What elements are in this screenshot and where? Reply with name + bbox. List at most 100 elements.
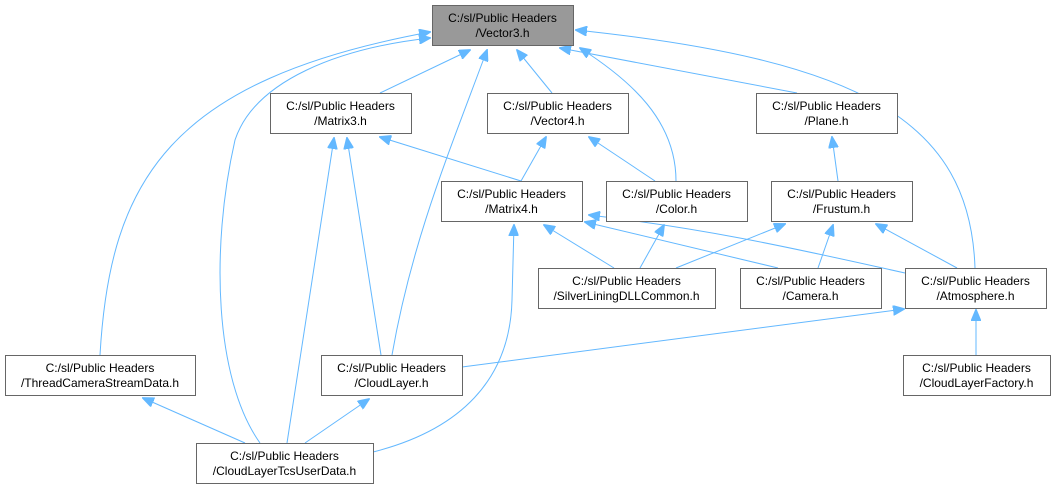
node-threadcamera[interactable]: C:/sl/Public Headers/ThreadCameraStreamD… (5, 355, 196, 396)
node-camera[interactable]: C:/sl/Public Headers/Camera.h (740, 268, 882, 309)
node-file-label: /ThreadCameraStreamData.h (21, 376, 179, 390)
edge-plane-to-vector3 (560, 48, 798, 94)
edge-camera-to-frustum (817, 225, 833, 269)
edge-line (372, 225, 514, 453)
node-vector4[interactable]: C:/sl/Public Headers/Vector4.h (487, 93, 629, 134)
edge-cloudlayertcs-to-cloudlayer (304, 399, 369, 444)
node-atmosphere[interactable]: C:/sl/Public Headers/Atmosphere.h (905, 268, 1047, 309)
edge-matrix4-to-matrix3 (380, 137, 522, 182)
edge-line (580, 48, 677, 182)
node-file-label: /CloudLayerFactory.h (920, 376, 1034, 390)
edge-color-to-vector4 (589, 137, 656, 182)
node-cloudlayerfactory[interactable]: C:/sl/Public Headers/CloudLayerFactory.h (903, 355, 1051, 396)
node-vector3: C:/sl/Public Headers/Vector3.h (432, 5, 574, 46)
node-box (771, 181, 913, 222)
node-path-label: C:/sl/Public Headers (921, 274, 1030, 288)
edge-cloudlayer-to-atmosphere (461, 309, 904, 368)
node-file-label: /Matrix4.h (485, 202, 538, 216)
edge-line (347, 138, 382, 356)
edge-line (675, 224, 785, 269)
edge-line (143, 398, 246, 444)
node-box (756, 93, 898, 134)
node-file-label: /Color.h (656, 202, 697, 216)
node-box (5, 355, 196, 396)
edge-matrix3-to-vector3 (379, 50, 470, 94)
edge-line (560, 48, 798, 94)
edge-line (576, 30, 976, 269)
edge-silverlining-to-frustum (675, 224, 785, 269)
node-silverlining[interactable]: C:/sl/Public Headers/SilverLiningDLLComm… (538, 268, 716, 309)
edge-cloudlayertcs-to-matrix4 (372, 225, 514, 453)
node-box (740, 268, 882, 309)
edge-line (461, 309, 904, 368)
node-path-label: C:/sl/Public Headers (337, 361, 446, 375)
edge-threadcamera-to-vector3 (99, 32, 430, 356)
node-path-label: C:/sl/Public Headers (286, 99, 395, 113)
edge-line (817, 225, 833, 269)
node-box (606, 181, 748, 222)
node-cloudlayertcs[interactable]: C:/sl/Public Headers/CloudLayerTcsUserDa… (196, 443, 374, 484)
edge-line (391, 50, 487, 356)
node-file-label: /Camera.h (782, 289, 838, 303)
edge-line (304, 399, 369, 444)
node-file-label: /Frustum.h (813, 202, 870, 216)
node-path-label: C:/sl/Public Headers (772, 99, 881, 113)
node-path-label: C:/sl/Public Headers (457, 187, 566, 201)
node-file-label: /CloudLayerTcsUserData.h (213, 464, 356, 478)
node-cloudlayer[interactable]: C:/sl/Public Headers/CloudLayer.h (321, 355, 463, 396)
edge-silverlining-to-matrix4 (544, 225, 615, 269)
edge-line (585, 222, 779, 269)
node-path-label: C:/sl/Public Headers (230, 449, 339, 463)
edge-cloudlayertcs-to-matrix3 (286, 138, 334, 444)
edge-line (286, 138, 334, 444)
edge-cloudlayertcs-to-vector3 (219, 38, 430, 444)
node-path-label: C:/sl/Public Headers (756, 274, 865, 288)
edge-line (520, 137, 546, 182)
node-path-label: C:/sl/Public Headers (922, 361, 1031, 375)
edge-cloudlayer-to-vector3 (391, 50, 487, 356)
node-matrix3[interactable]: C:/sl/Public Headers/Matrix3.h (270, 93, 412, 134)
edge-line (517, 50, 553, 94)
edge-color-to-vector3 (580, 48, 677, 182)
node-file-label: /Atmosphere.h (936, 289, 1014, 303)
node-plane[interactable]: C:/sl/Public Headers/Plane.h (756, 93, 898, 134)
edge-atmosphere-to-matrix4 (589, 215, 906, 274)
node-color[interactable]: C:/sl/Public Headers/Color.h (606, 181, 748, 222)
node-box (270, 93, 412, 134)
node-file-label: /SilverLiningDLLCommon.h (553, 289, 699, 303)
edge-frustum-to-plane (832, 137, 839, 182)
node-path-label: C:/sl/Public Headers (787, 187, 896, 201)
edge-silverlining-to-color (639, 225, 664, 269)
nodes: C:/sl/Public Headers/Vector3.hC:/sl/Publ… (5, 5, 1051, 484)
node-file-label: /CloudLayer.h (354, 376, 428, 390)
node-box (903, 355, 1051, 396)
edge-camera-to-matrix4 (585, 222, 779, 269)
edge-line (544, 225, 615, 269)
edge-line (639, 225, 664, 269)
node-box (905, 268, 1047, 309)
node-box (538, 268, 716, 309)
edge-line (380, 137, 522, 182)
edge-line (832, 137, 839, 182)
node-box (441, 181, 583, 222)
node-box (321, 355, 463, 396)
node-frustum[interactable]: C:/sl/Public Headers/Frustum.h (771, 181, 913, 222)
edge-line (589, 215, 906, 274)
node-file-label: /Matrix3.h (314, 114, 367, 128)
edge-cloudlayer-to-matrix3 (347, 138, 382, 356)
edge-vector4-to-vector3 (517, 50, 553, 94)
edge-atmosphere-to-vector3 (576, 30, 976, 269)
node-file-label: /Vector4.h (530, 114, 584, 128)
edge-line (876, 224, 958, 269)
edge-line (99, 32, 430, 356)
node-path-label: C:/sl/Public Headers (622, 187, 731, 201)
node-matrix4[interactable]: C:/sl/Public Headers/Matrix4.h (441, 181, 583, 222)
node-path-label: C:/sl/Public Headers (572, 274, 681, 288)
node-box (196, 443, 374, 484)
node-file-label: /Vector3.h (475, 26, 529, 40)
node-file-label: /Plane.h (804, 114, 848, 128)
node-box (487, 93, 629, 134)
edge-line (589, 137, 656, 182)
node-box (432, 5, 574, 46)
